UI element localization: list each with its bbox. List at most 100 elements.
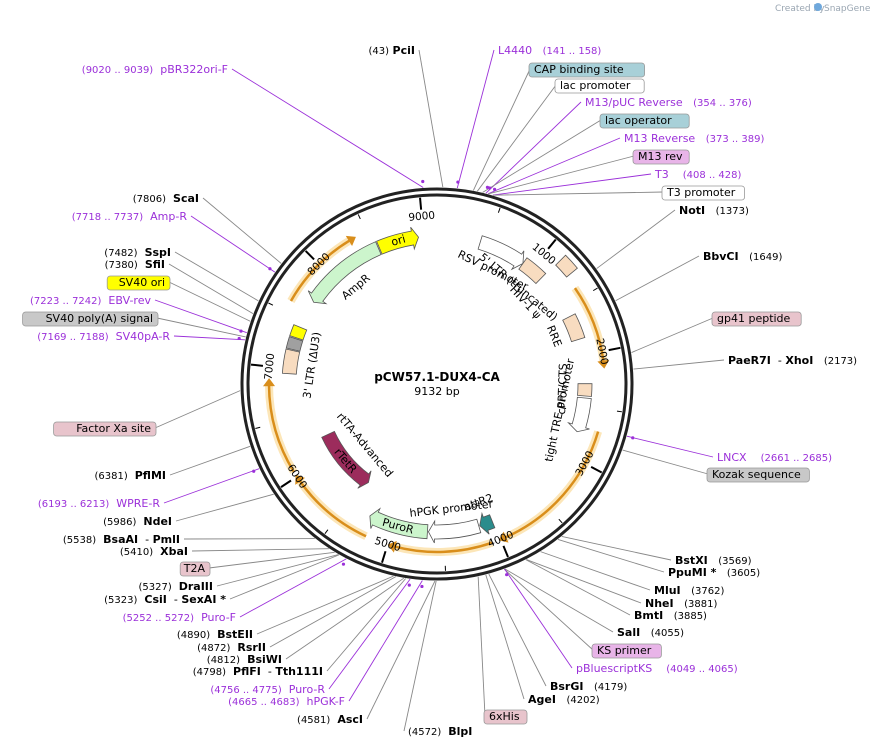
orf-arc <box>504 431 600 539</box>
label-part: XbaI <box>160 545 188 558</box>
primer-marker <box>407 583 411 587</box>
leader-line <box>488 573 547 687</box>
leader-line <box>622 449 709 475</box>
leader-line <box>156 317 246 338</box>
label-box <box>22 311 159 327</box>
label-part <box>153 63 160 76</box>
leader-line <box>202 197 282 264</box>
label-part: SV40pA-R <box>116 330 171 343</box>
label-part: PciI <box>393 44 415 57</box>
outer-labels: (43) PciI(9020 .. 9039) pBR322ori-FL4440… <box>22 44 857 738</box>
feature-rsv-promoter <box>477 235 525 271</box>
label-part: (5538) <box>63 535 96 546</box>
label-part: M13 Reverse <box>624 132 695 145</box>
label-text: (4572) BlpI <box>408 725 472 738</box>
label-wpre: (6193 .. 6213) WPRE-R <box>38 497 160 510</box>
label-part <box>166 192 173 205</box>
label-text: BstXI (3569) <box>675 554 752 567</box>
primer-marker <box>252 469 256 473</box>
leader-line <box>482 119 602 193</box>
leader-line <box>477 576 486 717</box>
label-part <box>153 545 160 558</box>
label-tth: (4798) PflFI - Tth111I <box>193 665 323 678</box>
label-text: lac operator <box>605 114 672 127</box>
leader-line <box>269 576 397 648</box>
label-text: (5410) XbaI <box>120 545 188 558</box>
label-part: (4890) <box>177 630 210 641</box>
label-text: pBluescriptKS (4049 .. 4065) <box>576 662 738 675</box>
label-m13puc: M13/pUC Reverse (354 .. 376) <box>585 96 752 109</box>
label-mlui: MluI (3762) <box>654 584 724 597</box>
label-part <box>230 641 237 654</box>
label-text: 6xHis <box>489 710 520 723</box>
label-cap: CAP binding site <box>528 62 645 78</box>
primer-marker <box>505 573 509 577</box>
orf-arc <box>393 541 493 554</box>
label-text: MluI (3762) <box>654 584 724 597</box>
orf-arrowhead <box>295 474 306 485</box>
primer-marker <box>421 179 425 184</box>
label-part: AscI <box>337 713 363 726</box>
label-bbvci: BbvCI (1649) <box>703 250 782 263</box>
orf-halo <box>296 478 368 540</box>
label-text: (4890) BstEII <box>177 628 253 641</box>
label-draiii: (5327) DraIII <box>138 580 213 593</box>
label-box <box>591 643 662 659</box>
label-text: NotI (1373) <box>679 204 749 217</box>
label-part: (1373) <box>716 206 749 217</box>
label-part <box>143 210 150 223</box>
orf-arrowhead <box>597 359 610 369</box>
leader-line <box>526 559 642 604</box>
label-text: (4756 .. 4775) Puro-R <box>210 683 325 696</box>
leader-line <box>487 137 621 195</box>
tick-label: 6000 <box>284 462 309 491</box>
leader-line <box>525 559 631 616</box>
leader-line <box>403 580 437 732</box>
primer-marker <box>239 329 243 333</box>
label-text: M13 Reverse (373 .. 389) <box>624 132 764 145</box>
label-part: - <box>167 593 181 606</box>
minor-tick <box>324 529 329 534</box>
leader-line <box>503 568 594 651</box>
plasmid-backbone <box>240 187 634 581</box>
label-part: ScaI <box>173 192 199 205</box>
orf-arc <box>289 239 351 302</box>
plasmid-size: 9132 bp <box>414 385 459 398</box>
minor-tick <box>592 287 598 292</box>
label-part: Puro-R <box>289 683 326 696</box>
label-pbr322: (9020 .. 9039) pBR322ori-F <box>82 63 228 76</box>
feature-3-ltr-du3- <box>281 348 301 375</box>
label-part <box>739 250 750 263</box>
label-text: (6193 .. 6213) WPRE-R <box>38 497 160 510</box>
primer-marker <box>341 562 346 566</box>
label-pflmi: (6381) PflMI <box>94 469 166 482</box>
label-part: (4055) <box>651 628 684 639</box>
leader-line <box>561 535 672 561</box>
label-sfii: (7380) SfiI <box>105 258 165 271</box>
label-part <box>109 330 116 343</box>
primer-marker <box>420 584 424 589</box>
label-text: AgeI (4202) <box>528 693 600 706</box>
leader-line <box>472 68 531 191</box>
label-blpi: (4572) BlpI <box>408 725 472 738</box>
label-box <box>706 467 810 483</box>
orf-arc <box>267 385 295 473</box>
leader-line <box>191 548 329 552</box>
label-text: M13/pUC Reverse (354 .. 376) <box>585 96 752 109</box>
label-part: SalI <box>617 626 640 639</box>
label-puror: (4756 .. 4775) Puro-R <box>210 683 325 696</box>
leader-line <box>626 435 714 458</box>
plasmid-name: pCW57.1-DUX4-CA <box>374 370 500 384</box>
minor-tick <box>255 426 261 429</box>
feature-label: ori <box>390 232 407 248</box>
label-box <box>711 311 802 327</box>
label-part: PpuMI * <box>668 566 717 579</box>
orf-halo <box>265 384 298 474</box>
label-sexai: (5323) CsiI - SexAI * <box>104 593 226 606</box>
label-text: (9020 .. 9039) pBR322ori-F <box>82 63 228 76</box>
label-part: BsrGI <box>550 680 583 693</box>
label-t2a: T2A <box>179 561 211 577</box>
leader-line <box>239 558 347 618</box>
label-text: SV40 ori <box>119 276 165 289</box>
label-t3p: T3 promoter <box>661 185 745 201</box>
